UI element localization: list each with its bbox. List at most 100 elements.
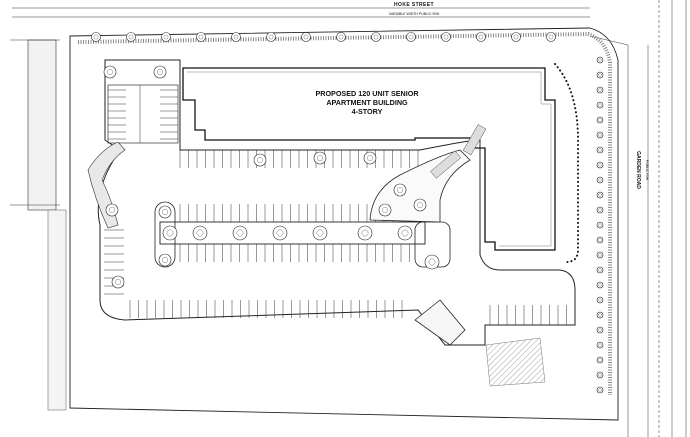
stormwater-area [485,337,546,387]
tree-symbol [596,281,604,289]
tree-symbol-core [157,69,163,75]
tree-symbol-core [443,34,449,40]
tree-symbol-core [428,258,436,266]
street-sublabel-right: PUBLIC R/W [645,160,649,181]
tree-symbol-core [598,58,602,62]
tree-symbol [126,32,136,42]
tree-symbol [546,32,556,42]
tree-symbol-core [373,34,379,40]
tree-symbol-core [598,328,602,332]
left-module-stalls [104,89,178,295]
tree-symbol [596,341,604,349]
tree-symbol-core [598,238,602,242]
central-island-trees [158,205,440,270]
street-sublabel-top: VARIABLE WIDTH PUBLIC R/W [389,12,440,16]
tree-symbol [476,32,486,42]
building-label-line2: APARTMENT BUILDING [326,98,408,107]
tree-symbol-core [598,268,602,272]
tree-symbol-core [598,193,602,197]
building-inner-line [187,71,552,247]
tree-symbol-core [598,88,602,92]
tree-symbol [111,275,125,289]
tree-symbol-core [109,207,115,213]
tree-symbol [192,225,208,241]
tree-symbol [441,32,451,42]
tree-symbol-core [196,229,204,237]
tree-symbol [596,296,604,304]
central-parking-island [159,221,426,245]
tree-symbol [596,251,604,259]
tree-symbol-core [382,207,388,213]
tree-symbol-core [598,133,602,137]
tree-symbol-core [338,34,344,40]
tree-symbol-core [513,34,519,40]
tree-symbol [596,326,604,334]
tree-symbol [511,32,521,42]
tree-symbol [424,254,440,270]
tree-symbol-core [598,148,602,152]
tree-symbol [161,32,171,42]
tree-symbol [105,203,119,217]
tree-symbol [231,32,241,42]
tree-symbol-core [598,178,602,182]
tree-symbol [596,236,604,244]
tree-symbol-core [598,373,602,377]
tree-symbol [266,32,276,42]
tree-symbol-core [233,34,239,40]
parking-stall-rows [129,150,567,325]
tree-symbol-core [598,73,602,77]
tree-symbol [596,371,604,379]
tree-symbol [313,151,327,165]
plaza-trees [103,65,427,289]
tree-symbol-core [401,229,409,237]
tree-symbol-core [417,202,423,208]
tree-symbol-core [598,163,602,167]
tree-symbol [596,311,604,319]
south-entry-walk [414,299,466,346]
tree-symbol [397,225,413,241]
tree-symbol-core [163,34,169,40]
tree-symbol [596,146,604,154]
tree-symbol-core [598,118,602,122]
tree-symbol-core [303,34,309,40]
tree-symbol [596,356,604,364]
left-adjacent-lot [10,39,67,411]
tree-symbol-core [162,209,168,215]
street-label-top: HOKE STREET [394,2,434,8]
tree-symbol [336,32,346,42]
tree-symbol [596,86,604,94]
tree-symbol [196,32,206,42]
tree-symbol-core [316,229,324,237]
tree-symbol-core [268,34,274,40]
fire-lane-dots [554,63,579,263]
left-curved-planter [87,141,126,229]
left-parking-module [107,84,179,144]
tree-symbol [91,32,101,42]
tree-symbol-core [598,343,602,347]
tree-symbol [596,56,604,64]
street-trees-east [596,56,604,394]
tree-symbol-core [276,229,284,237]
tree-symbol-core [598,103,602,107]
tree-symbol [153,65,167,79]
tree-symbol-core [598,388,602,392]
tree-symbol [596,221,604,229]
tree-symbol-core [257,157,263,163]
tree-symbol-core [162,257,168,263]
tree-symbol [596,266,604,274]
tree-symbol [596,71,604,79]
tree-symbol [363,151,377,165]
tree-symbol [596,206,604,214]
tree-symbol-core [478,34,484,40]
building-label-line1: PROPOSED 120 UNIT SENIOR [315,89,419,98]
tree-symbol-core [236,229,244,237]
tree-symbol [162,225,178,241]
street-trees-north [91,32,556,42]
tree-symbol-core [598,313,602,317]
tree-symbol-core [115,279,121,285]
tree-symbol-core [317,155,323,161]
building-label-line3: 4-STORY [352,107,383,116]
tree-symbol [301,32,311,42]
top-row-lines [12,7,590,18]
